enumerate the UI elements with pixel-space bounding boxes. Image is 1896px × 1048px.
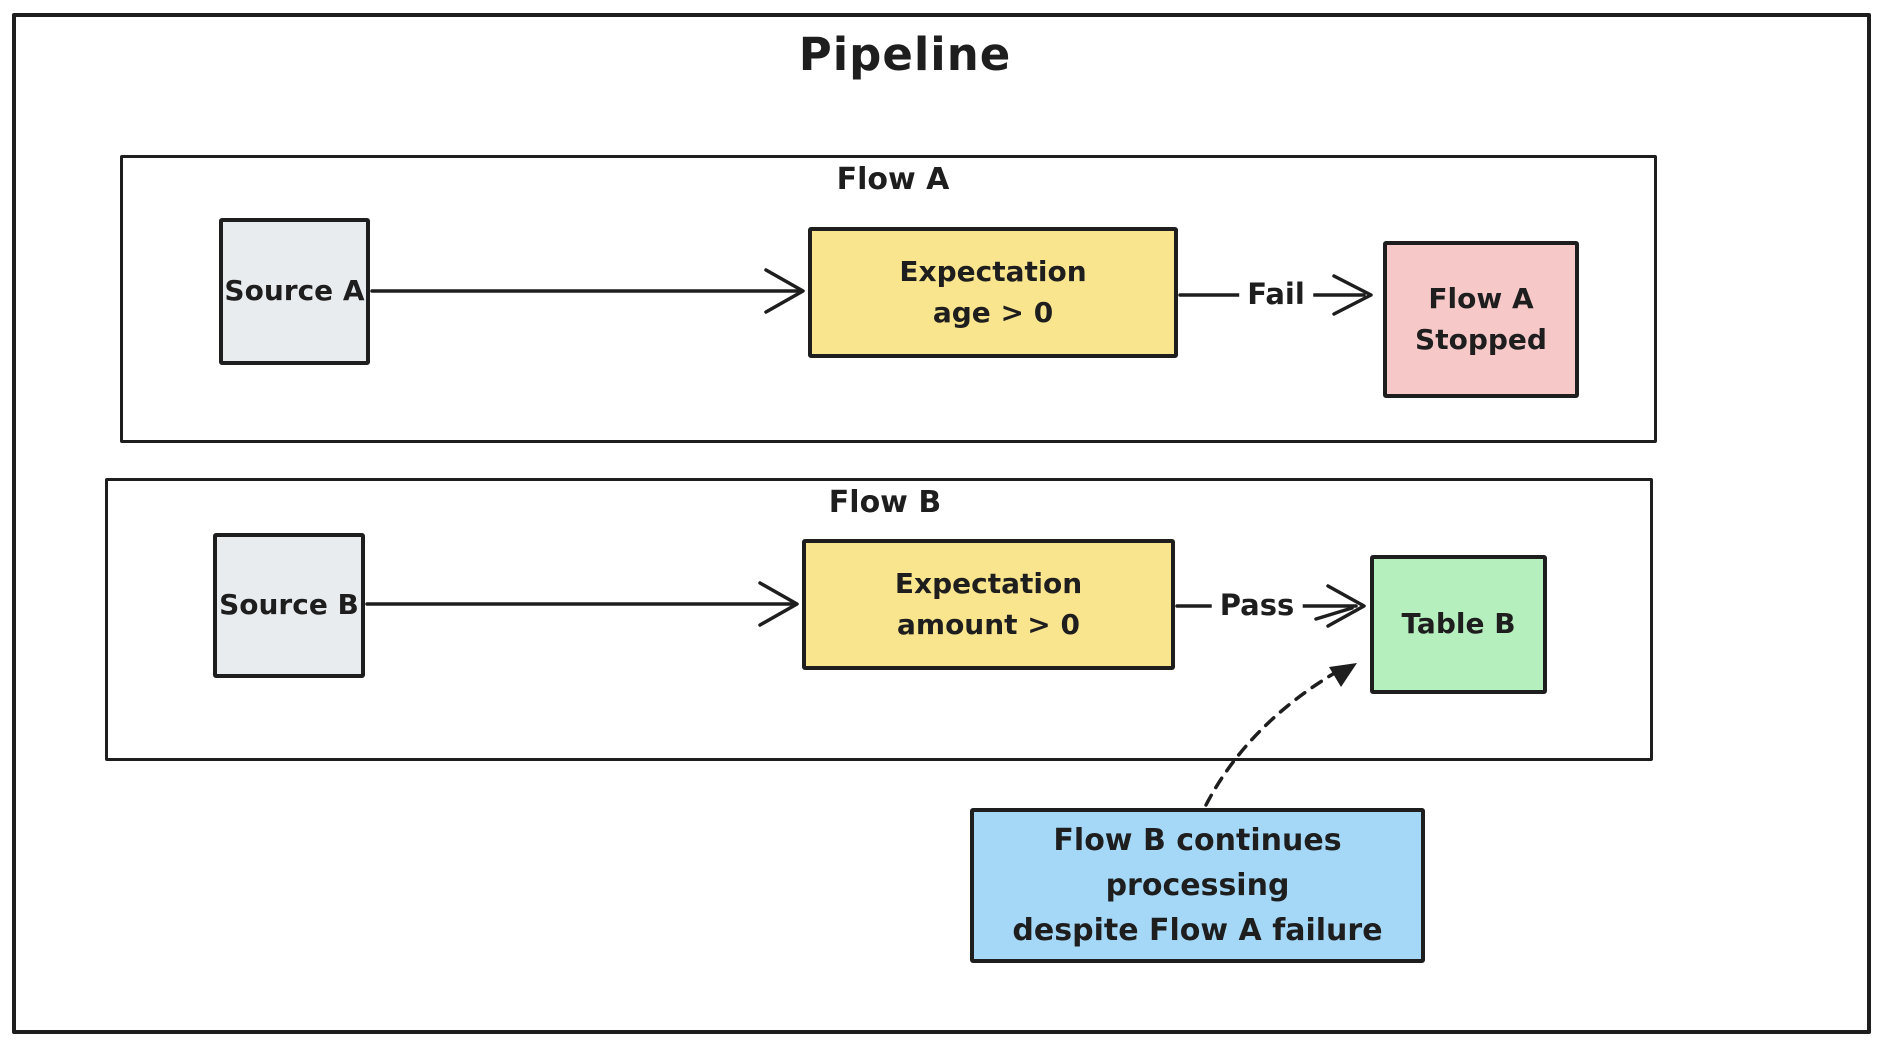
node-flow-a-stopped-line1: Flow A xyxy=(1428,281,1534,315)
node-source-a: Source A xyxy=(219,218,370,365)
node-expectation-a-line1: Expectation xyxy=(899,254,1087,288)
node-flow-a-stopped-line2: Stopped xyxy=(1415,322,1547,356)
note-line2: despite Flow A failure xyxy=(1012,913,1383,948)
diagram-title: Pipeline xyxy=(798,28,1012,81)
flow-a-group-label: Flow A xyxy=(828,162,958,197)
flow-b-group-frame xyxy=(105,478,1653,761)
node-table-b: Table B xyxy=(1370,555,1547,694)
note-box: Flow B continues processing despite Flow… xyxy=(970,808,1425,963)
node-source-b-label: Source B xyxy=(219,588,359,622)
node-expectation-b-line2: amount > 0 xyxy=(897,607,1080,641)
flow-a-group-frame xyxy=(120,155,1657,443)
pipeline-frame xyxy=(12,13,1871,1034)
note-line1: Flow B continues processing xyxy=(1053,823,1342,903)
node-expectation-b-line1: Expectation xyxy=(894,566,1083,600)
edge-label-fail: Fail xyxy=(1239,277,1313,311)
node-expectation-b: Expectation amount > 0 xyxy=(802,539,1175,670)
node-expectation-a: Expectation age > 0 xyxy=(808,227,1178,358)
node-source-a-label: Source A xyxy=(224,274,365,308)
node-source-b: Source B xyxy=(213,533,365,678)
flow-b-group-label: Flow B xyxy=(820,485,950,520)
edge-label-pass: Pass xyxy=(1211,588,1303,622)
node-table-b-label: Table B xyxy=(1401,607,1516,641)
node-expectation-a-line2: age > 0 xyxy=(932,295,1054,329)
node-flow-a-stopped: Flow A Stopped xyxy=(1383,241,1579,398)
